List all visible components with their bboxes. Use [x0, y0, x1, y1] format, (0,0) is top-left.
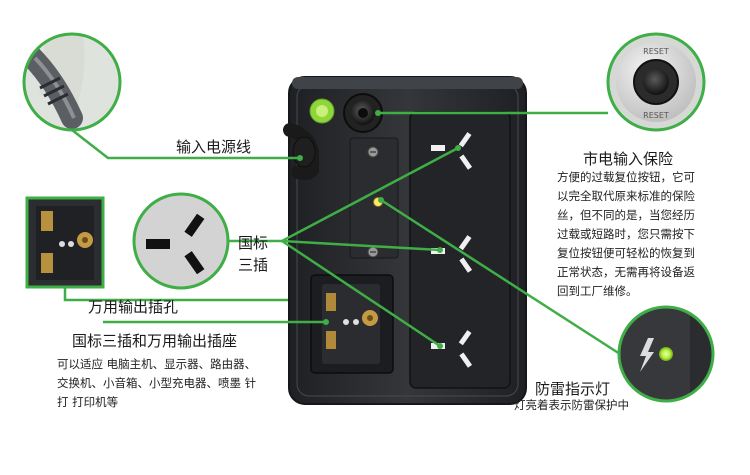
inset-lightning-indicator [617, 305, 715, 403]
label-input-cable: 输入电源线 [176, 138, 252, 156]
middle-panel [349, 137, 399, 259]
inset-universal-outlet [25, 196, 105, 289]
green-sticker [309, 98, 335, 124]
fuse-desc-line: 复位按钮便可轻松的恢复到 [557, 246, 695, 260]
leader-lines [63, 110, 621, 356]
label-gb-socket-line1: 国标 [238, 234, 269, 252]
label-universal-outlet: 万用输出插孔 [88, 298, 179, 316]
fuse-desc-line: 方便的过载复位按钮，它可 [557, 170, 695, 184]
usage-description: 可以适应 电脑主机、显示器、路由器、 交换机、小音箱、小型充电器、喷墨 针 打 … [57, 355, 297, 412]
fuse-desc-line: 回到工厂维修。 [557, 284, 638, 298]
label-combo-outlet: 国标三插和万用输出插座 [72, 332, 238, 350]
usage-desc-line: 打 打印机等 [57, 395, 119, 409]
reset-label-bottom: RESET [643, 111, 669, 120]
fuse-desc-line: 丝，但不同的是，当您经历 [557, 208, 695, 222]
universal-outlet[interactable] [310, 274, 394, 374]
label-lightning-desc: 灯亮着表示防雷保护中 [514, 398, 629, 412]
power-cable [283, 123, 319, 181]
fuse-desc-line: 过载或短路时，您只需按下 [557, 227, 695, 241]
fuse-desc-line: 以完全取代原来标准的保险 [557, 189, 695, 203]
inset-gb-socket [132, 192, 230, 290]
usage-desc-line: 可以适应 电脑主机、显示器、路由器、 [57, 357, 257, 371]
fuse-desc-line: 正常状态，无需再将设备返 [557, 265, 695, 279]
inset-power-cable [22, 32, 122, 132]
reset-label-top: RESET [643, 47, 669, 56]
lightning-icon [640, 338, 654, 372]
inset-reset-fuse: RESET RESET [606, 32, 706, 132]
fuse-description: 方便的过载复位按钮，它可 以完全取代原来标准的保险 丝，但不同的是，当您经历 过… [557, 168, 747, 301]
label-mains-fuse: 市电输入保险 [583, 150, 674, 168]
label-lightning-indicator: 防雷指示灯 [535, 380, 611, 398]
usage-desc-line: 交换机、小音箱、小型充电器、喷墨 针 [57, 376, 257, 390]
gb-outlet-1[interactable] [431, 132, 473, 170]
label-gb-socket-line2: 三插 [238, 256, 269, 274]
